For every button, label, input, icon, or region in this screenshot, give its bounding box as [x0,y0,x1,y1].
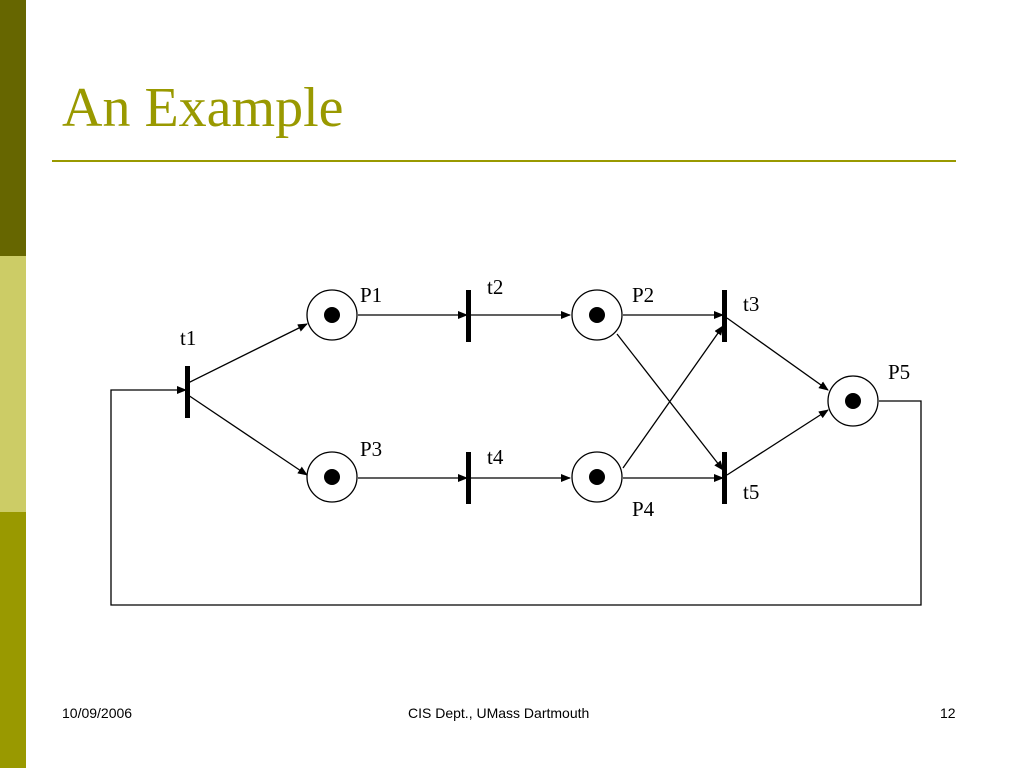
label-p5: P5 [888,360,910,384]
transition-t3 [722,290,727,342]
arc-t1-p1 [187,323,308,384]
arc-t3-p5 [726,317,829,391]
transition-t2 [466,290,471,342]
transition-t5 [722,452,727,504]
label-p3: P3 [360,437,382,461]
token-p3 [324,469,340,485]
token-p2 [589,307,605,323]
arc-p4-t3 [622,325,724,469]
sidebar-band-top [0,0,26,256]
label-p2: P2 [632,283,654,307]
label-t5: t5 [743,480,759,504]
arc-p5-t1 [110,386,922,606]
label-t3: t3 [743,292,759,316]
label-p1: P1 [360,283,382,307]
arc-t1-p3 [187,394,308,476]
slide-title: An Example [62,77,344,139]
token-p5 [845,393,861,409]
transition-t4 [466,452,471,504]
arc-t5-p5 [726,409,829,476]
token-p4 [589,469,605,485]
label-p4: P4 [632,497,655,521]
label-t4: t4 [487,445,504,469]
sidebar-band-bottom [0,512,26,768]
sidebar-band-middle [0,256,26,512]
transition-t1 [185,366,190,418]
footer-page-number: 12 [940,705,956,721]
place-group [306,289,879,503]
label-t2: t2 [487,275,503,299]
title-underline [52,160,956,162]
footer-date: 10/09/2006 [62,705,133,721]
footer-department: CIS Dept., UMass Dartmouth [408,705,590,721]
transition-group [185,290,727,504]
arc-group [110,311,922,606]
token-p1 [324,307,340,323]
label-t1: t1 [180,326,196,350]
